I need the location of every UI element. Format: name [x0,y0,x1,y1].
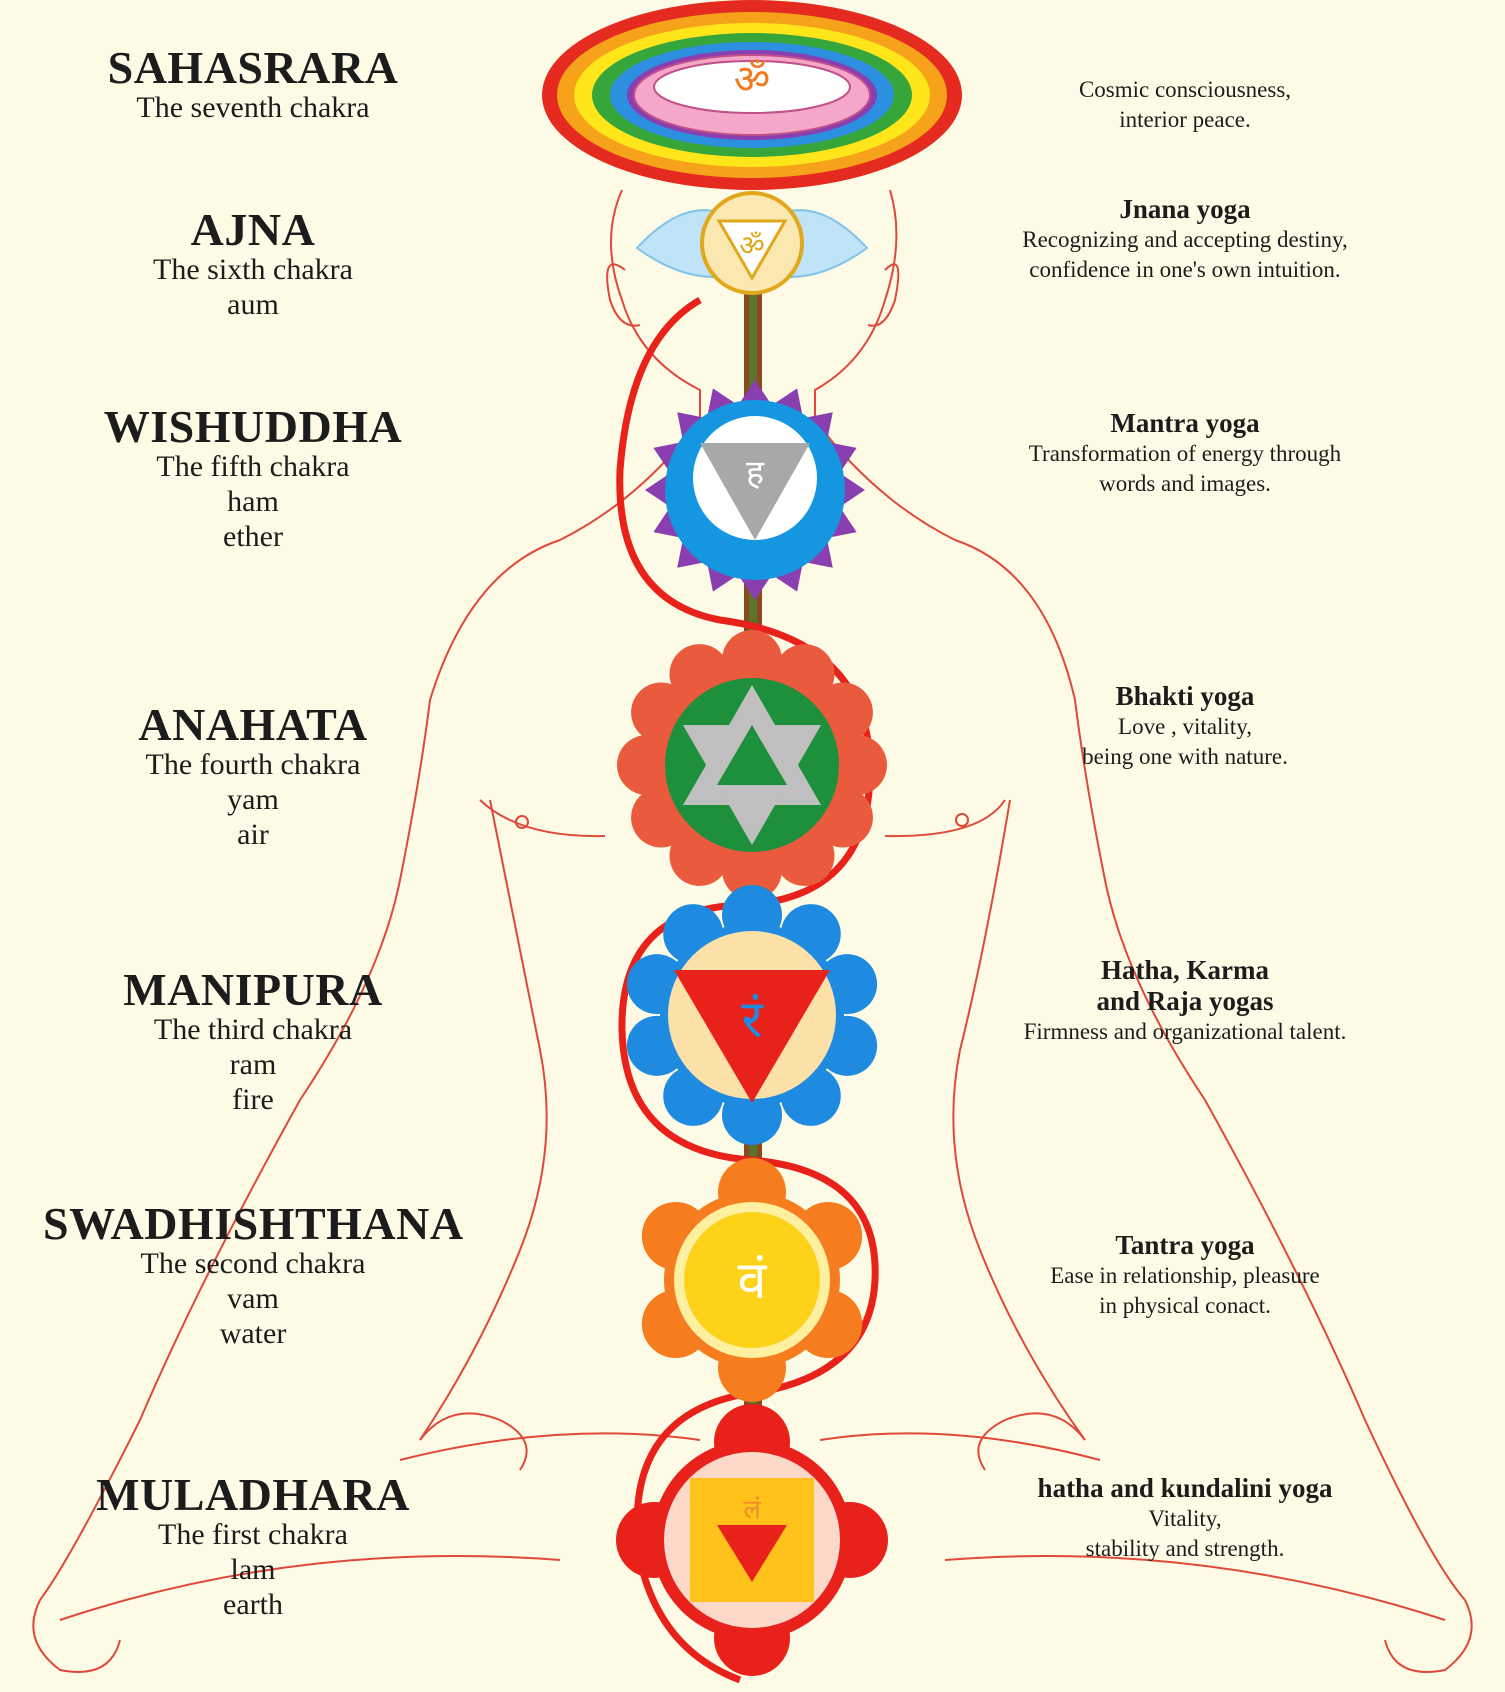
chakra-name: WISHUDDHA [43,405,463,449]
chakra-subtitle: The first chakra [43,1517,463,1552]
chakra-element: earth [43,1587,463,1622]
sahasrara-right-label: Cosmic consciousness, interior peace. [965,75,1405,135]
swadhishthana-chakra-icon: वं [629,1158,874,1402]
chakra-description: Love , vitality, being one with nature. [965,712,1405,772]
chakra-element: air [43,817,463,852]
wishuddha-right-label: Mantra yoga Transformation of energy thr… [965,408,1405,499]
chakra-subtitle: The fourth chakra [43,747,463,782]
chakra-mantra: yam [43,782,463,817]
svg-text:ॐ: ॐ [739,229,765,262]
yoga-name: Tantra yoga [965,1230,1405,1261]
chakra-element: water [43,1316,463,1351]
manipura-chakra-icon: रं [619,885,885,1145]
svg-text:वं: वं [738,1251,768,1311]
muladhara-right-label: hatha and kundalini yoga Vitality, stabi… [965,1473,1405,1564]
svg-text:यं: यं [739,740,767,794]
yoga-name: hatha and kundalini yoga [965,1473,1405,1504]
wishuddha-chakra-icon: ह [645,380,865,600]
chakra-description: Firmness and organizational talent. [965,1017,1405,1047]
chakra-subtitle: The sixth chakra [43,252,463,287]
chakra-subtitle: The third chakra [43,1012,463,1047]
chakra-name: MANIPURA [43,968,463,1012]
manipura-left-label: MANIPURA The third chakra ram fire [43,968,463,1117]
chakra-name: SWADHISHTHANA [43,1202,463,1246]
chakra-name: ANAHATA [43,703,463,747]
svg-text:रं: रं [741,990,764,1050]
swadhishthana-right-label: Tantra yoga Ease in relationship, pleasu… [965,1230,1405,1321]
chakra-mantra: vam [43,1281,463,1316]
chakra-mantra: lam [43,1552,463,1587]
manipura-right-label: Hatha, Karma and Raja yogas Firmness and… [965,955,1405,1047]
chakra-subtitle: The seventh chakra [43,90,463,125]
chakra-mantra: aum [43,287,463,322]
chakra-name: AJNA [43,208,463,252]
anahata-right-label: Bhakti yoga Love , vitality, being one w… [965,681,1405,772]
chakra-subtitle: The fifth chakra [43,449,463,484]
swadhishthana-left-label: SWADHISHTHANA The second chakra vam wate… [43,1202,463,1351]
sahasrara-lotus-icon: ॐ [542,0,962,190]
chakra-mantra: ram [43,1047,463,1082]
chakra-name: SAHASRARA [43,46,463,90]
chakra-description: Cosmic consciousness, interior peace. [965,75,1405,135]
chakra-mantra: ham [43,484,463,519]
sahasrara-left-label: SAHASRARA The seventh chakra [43,46,463,125]
chakra-description: Transformation of energy through words a… [965,439,1405,499]
svg-text:लं: लं [743,1495,761,1525]
chakra-subtitle: The second chakra [43,1246,463,1281]
ajna-right-label: Jnana yoga Recognizing and accepting des… [965,194,1405,285]
chakra-element: fire [43,1082,463,1117]
muladhara-left-label: MULADHARA The first chakra lam earth [43,1473,463,1622]
svg-text:ॐ: ॐ [734,57,770,103]
yoga-name: Bhakti yoga [965,681,1405,712]
ajna-left-label: AJNA The sixth chakra aum [43,208,463,322]
chakra-description: Recognizing and accepting destiny, confi… [965,225,1405,285]
anahata-left-label: ANAHATA The fourth chakra yam air [43,703,463,852]
wishuddha-left-label: WISHUDDHA The fifth chakra ham ether [43,405,463,554]
chakra-description: Vitality, stability and strength. [965,1504,1405,1564]
ajna-chakra-icon: ॐ [637,193,867,293]
yoga-name: Hatha, Karma and Raja yogas [965,955,1405,1017]
chakra-element: ether [43,519,463,554]
yoga-name: Jnana yoga [965,194,1405,225]
yoga-name: Mantra yoga [965,408,1405,439]
chakra-name: MULADHARA [43,1473,463,1517]
chakra-description: Ease in relationship, pleasure in physic… [965,1261,1405,1321]
svg-text:ह: ह [746,453,765,493]
